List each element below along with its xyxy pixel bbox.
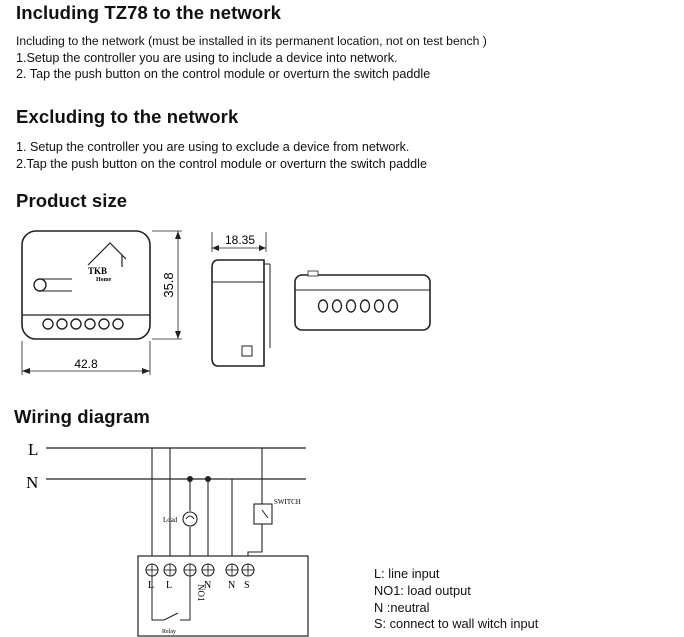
- include-line-1: Including to the network (must be instal…: [16, 34, 487, 48]
- dim-height-label: 35.8: [161, 272, 176, 297]
- legend-item-s: S: connect to wall witch input: [374, 616, 539, 632]
- tkb-home-logo: TKB Home: [87, 242, 127, 283]
- module-body-front: [21, 230, 151, 340]
- relay-contact-icon: [163, 612, 179, 621]
- exclude-line-2: 2.Tap the push button on the control mod…: [16, 156, 427, 171]
- bottom-terminal-holes: [317, 299, 399, 313]
- legend-item-n: N :neutral: [374, 599, 430, 615]
- load-label: Load: [163, 516, 178, 524]
- dim-depth-label: 18.35: [225, 233, 255, 247]
- dim-width-label: 42.8: [74, 357, 98, 371]
- product-size-heading: Product size: [16, 190, 128, 211]
- wiring-diagram: L N Load SWITCH L L NO1 N N S Relay: [26, 440, 309, 637]
- bottom-view-drawing: [294, 270, 431, 331]
- include-line-3: 2. Tap the push button on the control mo…: [16, 67, 431, 82]
- module-terminal-box: [137, 555, 309, 637]
- relay-label: Relay: [162, 629, 176, 635]
- line-l-label: L: [28, 440, 38, 459]
- terminal-label-s: S: [244, 580, 250, 591]
- exclude-heading: Excluding to the network: [16, 106, 239, 127]
- terminal-label-no1: NO1: [196, 584, 206, 602]
- wall-switch-icon: [253, 503, 273, 525]
- terminal-label-n2: N: [228, 580, 235, 591]
- load-lamp-icon: [182, 511, 198, 527]
- legend-item-no1: NO1: load output: [374, 582, 471, 598]
- exclude-instructions: 1. Setup the controller you are using to…: [16, 139, 427, 172]
- terminal-label-l1: L: [148, 580, 154, 591]
- wiring-heading: Wiring diagram: [14, 406, 150, 427]
- terminal-holes: [42, 318, 124, 330]
- push-button-icon: [33, 278, 47, 292]
- terminal-label-n1: N: [204, 580, 211, 591]
- front-view-drawing: TKB Home 35.8 42.8: [21, 230, 182, 375]
- logo-top-text: TKB: [88, 266, 107, 276]
- exclude-line-1: 1. Setup the controller you are using to…: [16, 140, 410, 154]
- side-view-drawing: 18.35: [211, 232, 271, 367]
- include-line-2: 1.Setup the controller you are using to …: [16, 50, 398, 65]
- terminal-label-l2: L: [166, 580, 172, 591]
- legend-item-l: L: line input: [374, 566, 440, 581]
- logo-bottom-text: Home: [96, 277, 112, 283]
- wiring-legend: L: line input NO1: load output N :neutra…: [374, 566, 538, 633]
- line-n-label: N: [26, 473, 38, 492]
- include-instructions: Including to the network (must be instal…: [16, 33, 487, 83]
- include-heading: Including TZ78 to the network: [16, 2, 281, 23]
- switch-label: SWITCH: [274, 498, 301, 506]
